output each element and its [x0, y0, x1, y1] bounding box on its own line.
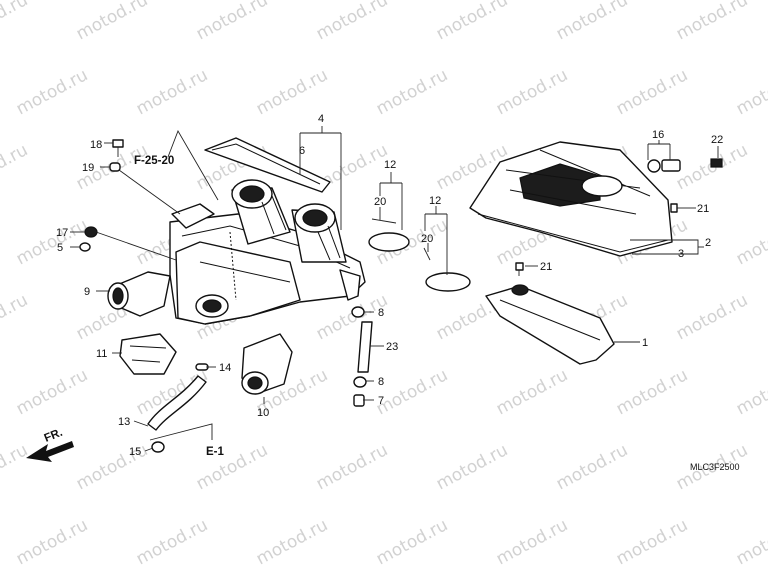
watermark-text: motod.ru — [613, 65, 691, 119]
callout-14: 14 — [219, 362, 231, 374]
watermark-text: motod.ru — [133, 65, 211, 119]
watermark-text: motod.ru — [313, 0, 391, 44]
callout-7: 7 — [378, 395, 384, 407]
callout-4: 4 — [318, 113, 324, 125]
callout-8b: 8 — [378, 376, 384, 388]
watermark-text: motod.ru — [13, 515, 91, 569]
tube-part-10 — [241, 333, 293, 395]
joint-part-9 — [107, 271, 171, 317]
watermark-text: motod.ru — [13, 65, 91, 119]
watermark-text: motod.ru — [493, 365, 571, 419]
leader-lines — [70, 126, 719, 452]
watermark-text: motod.ru — [613, 515, 691, 569]
clamp-part-8a — [351, 306, 365, 318]
band-part-12a — [368, 232, 410, 252]
bolt-part-5 — [79, 242, 91, 252]
gasket-part-6 — [204, 137, 331, 193]
hose-part-13 — [147, 375, 207, 431]
front-arrow-icon — [26, 441, 74, 462]
watermark-text: motod.ru — [493, 65, 571, 119]
watermark-text: motod.ru — [553, 0, 631, 44]
callout-23: 23 — [386, 341, 398, 353]
watermark-text: motod.ru — [493, 515, 571, 569]
sensor-part-16 — [647, 159, 681, 173]
watermark-text: motod.ru — [433, 0, 511, 44]
callout-9: 9 — [84, 286, 90, 298]
watermark-text: motod.ru — [193, 0, 271, 44]
watermark-text: motod.ru — [553, 440, 631, 494]
callout-8a: 8 — [378, 307, 384, 319]
watermark-text: motod.ru — [673, 0, 751, 44]
joint-part-11 — [119, 333, 177, 375]
clamp-part-8b — [353, 376, 367, 388]
callout-20a: 20 — [374, 196, 386, 208]
watermark-text: motod.ru — [13, 215, 91, 269]
callout-21b: 21 — [540, 261, 552, 273]
clamp-part-15 — [151, 441, 165, 453]
callout-17: 17 — [56, 227, 68, 239]
callout-19: 19 — [82, 162, 94, 174]
watermark-text: motod.ru — [133, 515, 211, 569]
watermark-text: motod.ru — [433, 440, 511, 494]
callout-10: 10 — [257, 407, 269, 419]
watermark-text: motod.ru — [0, 290, 31, 344]
watermark-text: motod.ru — [0, 140, 31, 194]
callout-2: 2 — [705, 237, 711, 249]
callout-labels: 1 2 3 4 5 6 7 8 8 9 10 11 12 12 13 14 15… — [56, 113, 723, 458]
callout-16: 16 — [652, 129, 664, 141]
watermark-text: motod.ru — [0, 440, 31, 494]
screw-part-21b — [515, 262, 524, 276]
callout-21a: 21 — [697, 203, 709, 215]
callout-18: 18 — [90, 139, 102, 151]
callout-12b: 12 — [429, 195, 441, 207]
ref-e-1: E-1 — [206, 446, 225, 458]
bolt-part-18 — [112, 139, 124, 157]
watermark-text: motod.ru — [373, 65, 451, 119]
callout-22: 22 — [711, 134, 723, 146]
callout-13: 13 — [118, 416, 130, 428]
callout-11: 11 — [96, 348, 107, 360]
air-cleaner-housing — [169, 179, 366, 325]
band-part-12b — [425, 272, 471, 292]
watermark-text: motod.ru — [373, 365, 451, 419]
watermark-text: motod.ru — [253, 515, 331, 569]
watermark-text: motod.ru — [733, 365, 768, 419]
callout-1: 1 — [642, 337, 648, 349]
watermark-text: motod.ru — [253, 65, 331, 119]
watermark-text: motod.ru — [373, 515, 451, 569]
watermark-text: motod.ru — [73, 0, 151, 44]
bolt-part-22 — [710, 158, 723, 168]
watermark-text: motod.ru — [193, 440, 271, 494]
front-label: FR. — [43, 427, 65, 445]
watermark-text: motod.ru — [733, 515, 768, 569]
callout-6: 6 — [299, 145, 305, 157]
watermark-text: motod.ru — [613, 365, 691, 419]
watermark-text: motod.ru — [0, 0, 31, 44]
collar-part-17 — [84, 226, 98, 238]
grommet-part-19 — [109, 162, 121, 172]
watermark-text: motod.ru — [733, 215, 768, 269]
resonator-part-1 — [485, 284, 615, 365]
callout-15: 15 — [129, 446, 141, 458]
air-cleaner-cover — [469, 141, 673, 257]
callout-12a: 12 — [384, 159, 396, 171]
callout-5: 5 — [57, 242, 63, 254]
watermark-text: motod.ru — [733, 65, 768, 119]
cap-part-7 — [353, 394, 365, 407]
callout-3: 3 — [678, 248, 684, 260]
diagram-code: MLC3F2500 — [690, 462, 740, 472]
watermark-text: motod.ru — [13, 365, 91, 419]
watermark-text: motod.ru — [313, 440, 391, 494]
screw-part-21a — [670, 203, 690, 213]
ref-f-25-20: F-25-20 — [134, 155, 174, 167]
watermark-text: motod.ru — [673, 290, 751, 344]
hose-part-23 — [357, 321, 373, 373]
callout-20b: 20 — [421, 233, 433, 245]
